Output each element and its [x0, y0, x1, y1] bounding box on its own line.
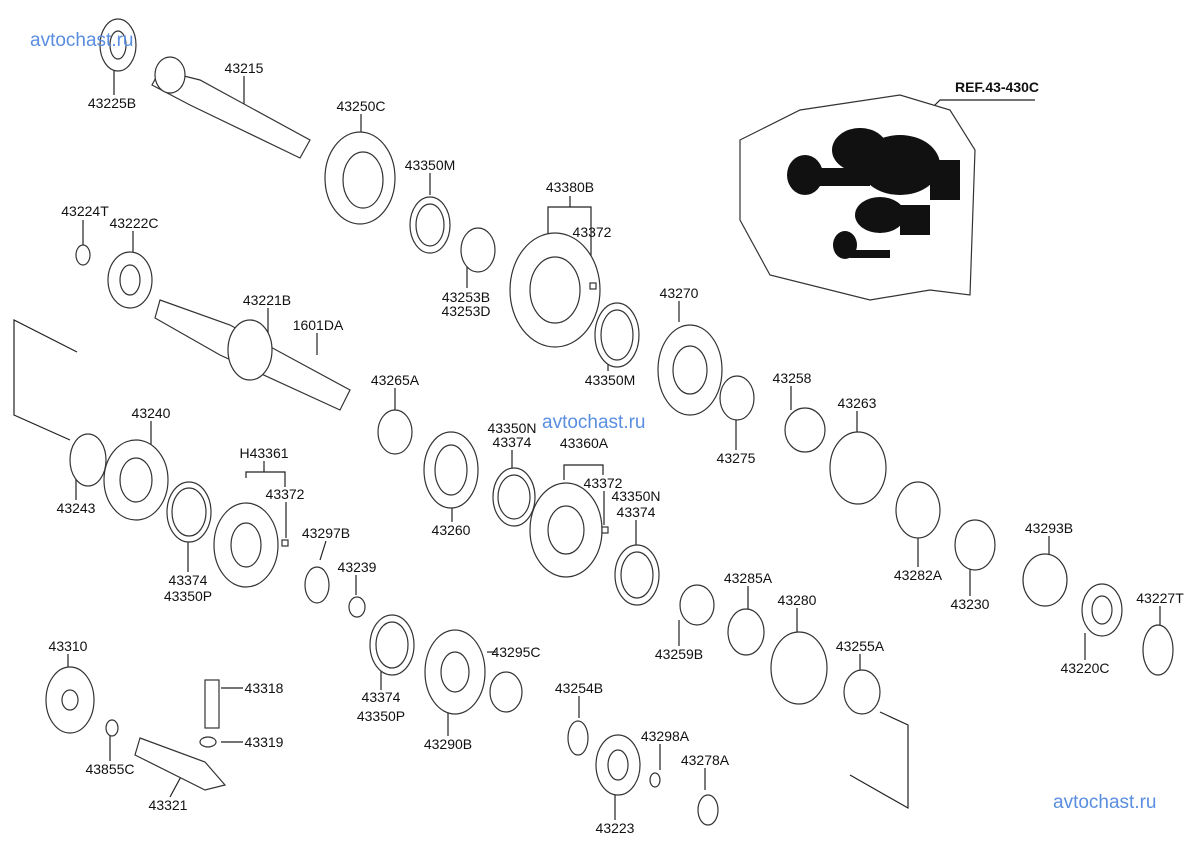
part-label[interactable]: 43855C: [85, 761, 135, 777]
watermark: avtochast.ru: [542, 412, 646, 433]
part-label[interactable]: 43297B: [301, 525, 351, 541]
part-label[interactable]: 43295C: [491, 644, 541, 660]
part-label[interactable]: 43350N: [487, 420, 537, 436]
transmission-reference-illustration: [739, 94, 976, 301]
part-label[interactable]: 43253B: [441, 289, 491, 305]
part-label[interactable]: 43350M: [584, 372, 636, 388]
part-label[interactable]: 43225B: [87, 95, 137, 111]
part-label[interactable]: 43290B: [423, 736, 473, 752]
part-label[interactable]: 43374: [616, 504, 656, 520]
part-label[interactable]: 43310: [48, 638, 88, 654]
part-label[interactable]: 43253D: [441, 303, 491, 319]
part-label[interactable]: 43350N: [611, 488, 661, 504]
part-label[interactable]: 43221B: [242, 292, 292, 308]
part-label[interactable]: 43298A: [640, 728, 690, 744]
part-label[interactable]: 43282A: [893, 567, 943, 583]
part-label[interactable]: 43321: [148, 797, 188, 813]
part-label[interactable]: 43374: [361, 689, 401, 705]
part-label[interactable]: 43350P: [356, 708, 406, 724]
part-label[interactable]: 43293B: [1024, 520, 1074, 536]
part-label[interactable]: 43360A: [559, 435, 609, 451]
part-label[interactable]: 43230: [950, 596, 990, 612]
part-label[interactable]: 43372: [265, 486, 305, 502]
part-label[interactable]: 1601DA: [292, 317, 344, 333]
part-label[interactable]: 43285A: [723, 570, 773, 586]
part-label[interactable]: 43223: [595, 820, 635, 836]
part-label[interactable]: 43280: [777, 592, 817, 608]
part-label[interactable]: 43265A: [370, 372, 420, 388]
part-label[interactable]: 43380B: [545, 179, 595, 195]
part-label[interactable]: 43372: [572, 224, 612, 240]
part-label[interactable]: 43270: [659, 285, 699, 301]
part-label[interactable]: 43239: [337, 559, 377, 575]
part-label[interactable]: H43361: [239, 445, 289, 461]
part-label[interactable]: 43374: [168, 572, 208, 588]
watermark: avtochast.ru: [30, 30, 134, 51]
watermark: avtochast.ru: [1053, 792, 1157, 813]
part-label[interactable]: 43243: [56, 500, 96, 516]
part-label[interactable]: 43222C: [109, 215, 159, 231]
reference-label[interactable]: REF.43-430C: [954, 79, 1040, 95]
part-shapes: [45, 18, 1174, 826]
part-label[interactable]: 43350P: [163, 588, 213, 604]
part-label[interactable]: 43259B: [654, 646, 704, 662]
part-label[interactable]: 43254B: [554, 680, 604, 696]
part-label[interactable]: 43318: [244, 680, 284, 696]
part-label[interactable]: 43260: [431, 522, 471, 538]
part-label[interactable]: 43224T: [61, 203, 109, 219]
part-label[interactable]: 43263: [837, 395, 877, 411]
part-label[interactable]: 43278A: [680, 752, 730, 768]
part-label[interactable]: 43372: [583, 475, 623, 491]
part-label[interactable]: 43275: [716, 450, 756, 466]
part-label[interactable]: 43227T: [1136, 590, 1184, 606]
part-label[interactable]: 43258: [772, 370, 812, 386]
part-label[interactable]: 43255A: [835, 638, 885, 654]
part-label[interactable]: 43250C: [336, 98, 386, 114]
part-label[interactable]: 43374: [492, 434, 532, 450]
part-label[interactable]: 43240: [131, 405, 171, 421]
part-label[interactable]: 43319: [244, 734, 284, 750]
part-label[interactable]: 43220C: [1060, 660, 1110, 676]
part-label[interactable]: 43350M: [404, 157, 456, 173]
part-label[interactable]: 43215: [224, 60, 264, 76]
